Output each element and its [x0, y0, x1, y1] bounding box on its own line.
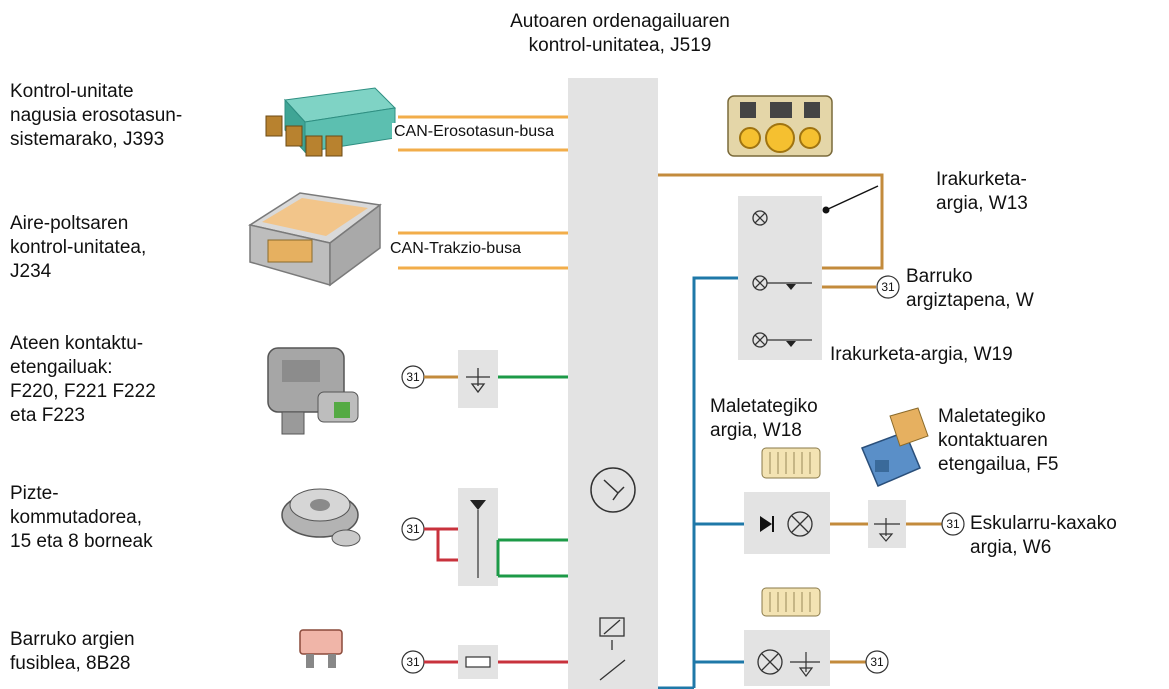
glovebox-light-block — [744, 492, 965, 554]
bottom-light-image — [761, 587, 821, 617]
title-line: Autoaren ordenagailuaren — [510, 11, 730, 32]
ground-label: 31 — [406, 655, 420, 669]
label-line: argia, W13 — [936, 193, 1028, 214]
control-unit-symbols — [590, 467, 636, 681]
ignition-circuit — [401, 488, 568, 586]
j234-airbag-module-image — [248, 192, 382, 287]
label-line: sistemarako, J393 — [10, 129, 165, 150]
ground-label: 31 — [870, 655, 884, 669]
j393-module-image — [265, 87, 397, 157]
door-switch-circuit — [401, 350, 568, 408]
label-line: fusiblea, 8B28 — [10, 653, 131, 674]
label-line: argia, W6 — [970, 537, 1052, 558]
label-line: eta F223 — [10, 405, 85, 426]
bottom-light-block — [744, 630, 889, 686]
label-line: nagusia erosotasun- — [10, 105, 183, 126]
label-line: J234 — [10, 261, 52, 282]
label-line: Barruko argien — [10, 629, 135, 650]
label-w19: Irakurketa-argia, W19 — [830, 344, 1013, 365]
label-line: Pizte- — [10, 483, 59, 504]
ignition-switch-image — [281, 488, 361, 547]
blue-wiring — [658, 276, 744, 689]
label-line: kontrol-unitatea, — [10, 237, 147, 258]
label-w6: Eskularru-kaxako argia, W6 — [970, 512, 1117, 560]
label-j234: Aire-poltsaren kontrol-unitatea, J234 — [10, 212, 146, 284]
label-line: Ateen kontaktu- — [10, 333, 144, 354]
fuse-image — [299, 629, 343, 668]
ground-label: 31 — [946, 517, 960, 531]
luggage-light-image — [761, 447, 821, 479]
label-line: Kontrol-unitate — [10, 81, 134, 102]
control-unit-title: Autoaren ordenagailuaren kontrol-unitate… — [470, 10, 770, 58]
label-line: etengailua, F5 — [938, 454, 1059, 475]
can-bus-lines — [398, 115, 568, 270]
label-w18: Maletategiko argia, W18 — [710, 395, 818, 443]
ground-label: 31 — [881, 280, 895, 294]
title-line: kontrol-unitatea, J519 — [528, 35, 712, 56]
f5-switch-image — [861, 407, 929, 487]
reading-light-assembly — [738, 185, 879, 360]
fuse-circuit — [401, 645, 568, 679]
label-f5: Maletategiko kontaktuaren etengailua, F5 — [938, 405, 1058, 477]
control-unit-j519-body — [568, 78, 658, 689]
can-comfort-bus-label: CAN-Erosotasun-busa — [392, 123, 557, 141]
label-line: kontaktuaren — [938, 430, 1048, 451]
label-line: Aire-poltsaren — [10, 213, 129, 234]
label-line: Maletategiko — [710, 396, 818, 417]
label-line: 15 eta 8 borneak — [10, 531, 153, 552]
label-j393: Kontrol-unitate nagusia erosotasun- sist… — [10, 80, 182, 152]
label-line: argiztapena, W — [906, 290, 1034, 311]
ground-label: 31 — [406, 370, 420, 384]
label-line: Irakurketa- — [936, 169, 1027, 190]
ground-symbol-w — [876, 275, 900, 299]
ground-label: 31 — [406, 522, 420, 536]
label-line: argia, W18 — [710, 420, 802, 441]
w13-feed-wire — [658, 173, 884, 270]
label-door-switches: Ateen kontaktu- etengailuak: F220, F221 … — [10, 332, 156, 428]
label-line: F220, F221 F222 — [10, 381, 156, 402]
label-line: Barruko — [906, 266, 973, 287]
label-ignition: Pizte- kommutadorea, 15 eta 8 borneak — [10, 482, 153, 554]
can-drive-bus-label: CAN-Trakzio-busa — [388, 240, 523, 258]
door-switch-image — [267, 347, 359, 435]
label-line: etengailuak: — [10, 357, 113, 378]
label-line: Eskularru-kaxako — [970, 513, 1117, 534]
label-w13: Irakurketa- argia, W13 — [936, 168, 1028, 216]
interior-light-image — [727, 95, 833, 157]
label-w: Barruko argiztapena, W — [906, 265, 1034, 313]
label-line: kommutadorea, — [10, 507, 143, 528]
label-fuse: Barruko argien fusiblea, 8B28 — [10, 628, 135, 676]
label-line: Maletategiko — [938, 406, 1046, 427]
